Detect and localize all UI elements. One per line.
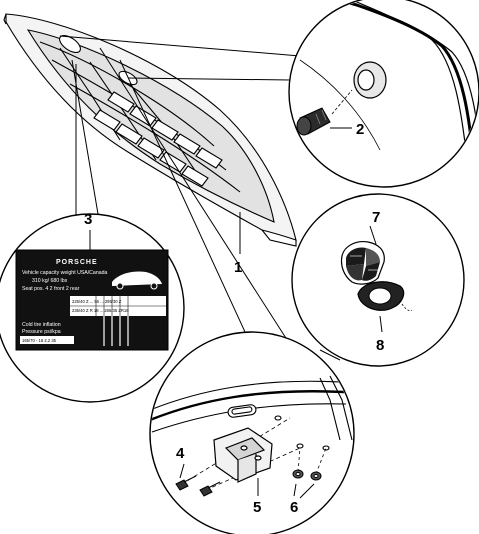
detail-circle-label: 3 PORSCHE Vehicle capacity weight USA/Ca… [0, 211, 185, 403]
label-side-code: 996.701.999.00 [168, 300, 174, 336]
label-pressure: Pressure psi/kpa [22, 329, 61, 335]
label-line2: 310 kg/ 680 lbs [32, 278, 68, 284]
callout-1: 1 [234, 259, 242, 276]
screw-icon [175, 475, 221, 497]
rubber-buffer-icon [296, 89, 353, 136]
callout-6: 6 [290, 499, 298, 516]
vehicle-data-label: PORSCHE Vehicle capacity weight USA/Cana… [15, 249, 174, 351]
callout-5: 5 [253, 499, 261, 516]
mounting-boss [353, 61, 387, 99]
car-silhouette-icon [112, 271, 162, 286]
detail-circle-buffer: 2 [288, 0, 479, 188]
callout-3: 3 [84, 211, 92, 228]
porsche-crest-icon [340, 241, 385, 285]
tire-row-2: 235/40 Z R 18 ... 265/35 ZR18 [72, 308, 129, 313]
detail-circle-hinge: 4 6 5 [149, 331, 355, 534]
hinge-bracket-icon [213, 427, 273, 483]
callout-8: 8 [376, 337, 384, 354]
callout-4: 4 [176, 445, 185, 462]
front-hood [3, 13, 297, 247]
detail-circle-crest: 7 8 [291, 193, 465, 367]
label-brand: PORSCHE [56, 259, 98, 266]
label-line3: Seat pos. 4 2 front 2 rear [22, 286, 80, 292]
label-part-number: 165/70 - 16 2.2 35 [22, 338, 57, 343]
callout-7: 7 [372, 209, 380, 226]
tire-table: 225/40 Z ... 56 ... 295/30 Z 235/40 Z R … [70, 296, 166, 346]
nut-icon [292, 469, 322, 481]
tire-row-1: 225/40 Z ... 56 ... 295/30 Z [72, 299, 122, 304]
crest-seal-icon [357, 281, 413, 312]
label-line1: Vehicle capacity weight USA/Canada [22, 270, 107, 276]
callout-2: 2 [356, 121, 364, 138]
label-cold-tire: Cold tire inflation [22, 322, 61, 328]
